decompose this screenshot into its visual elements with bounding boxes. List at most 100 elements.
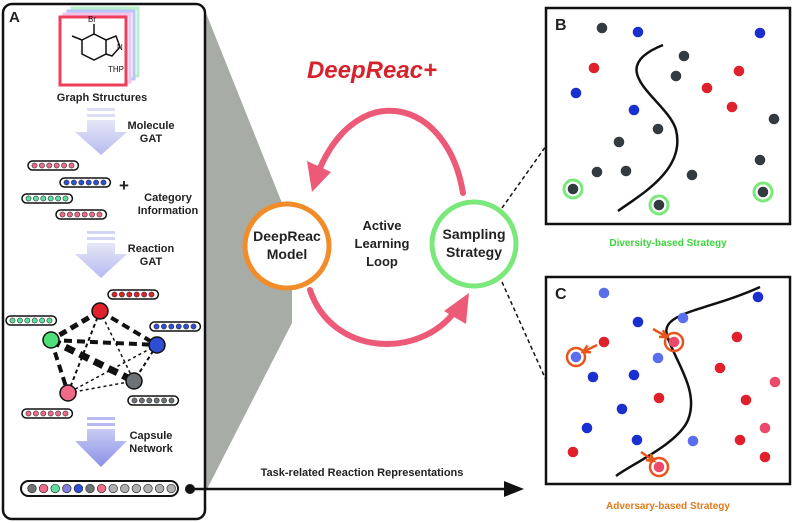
sampling-line1: Sampling <box>442 226 505 242</box>
data-point <box>734 434 746 446</box>
node-vector-pink <box>21 408 74 419</box>
reaction-gat-line1: Reaction <box>128 243 175 255</box>
node-vector-red <box>107 289 160 300</box>
perturb-arrow-2 <box>652 327 670 339</box>
final-vector-dot <box>108 483 118 494</box>
data-point <box>591 166 603 178</box>
final-vector-dot <box>73 483 84 494</box>
final-vector-dot <box>38 483 49 494</box>
vector-bar-pink <box>55 209 108 220</box>
model-line2: Model <box>267 246 307 262</box>
sampling-line2: Strategy <box>446 244 502 260</box>
reaction-gat-line2: GAT <box>140 256 163 268</box>
reaction-representation-vector <box>20 480 179 497</box>
data-point <box>632 316 644 328</box>
molecule-n-label: N <box>117 43 123 52</box>
data-point <box>570 87 582 99</box>
selected-ring <box>562 178 584 200</box>
data-point <box>616 403 628 415</box>
final-vector-dot <box>131 483 142 494</box>
data-point <box>598 287 610 299</box>
loop-arrowhead-top <box>307 161 331 192</box>
data-point <box>670 70 682 82</box>
data-point <box>587 371 599 383</box>
panel-c-caption: Adversary-based Strategy <box>606 501 730 512</box>
data-point <box>632 26 644 38</box>
representation-arrow-label: Task-related Reaction Representations <box>261 467 464 479</box>
panel-a-letter: A <box>9 9 20 26</box>
data-point <box>613 136 625 148</box>
vector-bar-blue <box>59 177 112 188</box>
panel-c-frame <box>544 275 792 486</box>
adversarial-ring <box>663 331 685 353</box>
data-point <box>588 62 600 74</box>
active-learning-loop-arrows <box>307 107 466 347</box>
selected-ring <box>648 194 670 216</box>
final-vector-dot <box>154 483 165 494</box>
data-point <box>596 22 608 34</box>
molecule-thp-label: THP <box>108 65 124 74</box>
data-point <box>754 154 766 166</box>
data-point <box>652 352 664 364</box>
molecule-gat-arrow <box>75 108 127 155</box>
plus-sign: + <box>119 176 129 195</box>
reaction-node-vectors <box>5 289 202 419</box>
graph-structures-label: Graph Structures <box>57 92 147 104</box>
node-vector-green <box>5 315 58 326</box>
sampling-strategy-node <box>429 199 519 289</box>
data-point <box>652 123 664 135</box>
panel-c-points <box>565 287 781 478</box>
data-point <box>686 169 698 181</box>
final-vector-dot <box>85 483 95 494</box>
adversarial-point <box>570 351 582 363</box>
selected-point <box>757 186 769 198</box>
data-point <box>752 291 764 303</box>
data-point <box>759 422 771 434</box>
deepreac-title: DeepReac+ <box>307 57 437 84</box>
reaction-graph <box>42 302 166 402</box>
loop-line2: Learning <box>355 236 410 251</box>
capsule-line1: Capsule <box>130 430 173 442</box>
final-vector-dot <box>27 483 37 494</box>
loop-arrowhead-bottom <box>444 293 469 324</box>
panel-b-letter: B <box>555 17 567 34</box>
molecule-cards: Br N THP <box>58 6 140 87</box>
adversarial-point <box>653 461 665 473</box>
panel-b-caption: Diversity-based Strategy <box>609 238 727 249</box>
vector-bar-green <box>21 193 74 204</box>
connector-to-c <box>501 281 547 381</box>
data-point <box>733 65 745 77</box>
panel-c-letter: C <box>555 286 567 303</box>
reaction-gat-arrow <box>75 231 127 278</box>
data-point <box>768 113 780 125</box>
data-point <box>631 434 643 446</box>
adversarial-ring <box>565 346 587 368</box>
panel-b-points <box>562 22 780 216</box>
capsule-arrow <box>75 417 127 467</box>
model-line1: DeepReac <box>253 228 321 244</box>
molecule-br-label: Br <box>88 15 96 24</box>
data-point <box>598 336 610 348</box>
final-vector-dot <box>166 483 176 494</box>
data-point <box>653 392 665 404</box>
node-vector-gray <box>127 395 180 406</box>
final-vector-dot <box>120 483 130 494</box>
capsule-line2: Network <box>129 443 173 455</box>
final-vector-dot <box>96 483 107 494</box>
data-point <box>567 446 579 458</box>
node-vector-blue <box>149 321 202 332</box>
data-point <box>754 27 766 39</box>
data-point <box>726 101 738 113</box>
final-vector-dot <box>50 483 60 494</box>
panel-c-boundary <box>615 285 761 477</box>
final-vector-dot <box>62 483 72 494</box>
data-point <box>628 369 640 381</box>
data-point <box>769 376 781 388</box>
perturb-arrow-3 <box>640 450 657 463</box>
selected-ring <box>752 181 774 203</box>
vector-bar-red <box>27 160 80 171</box>
representation-arrow <box>185 481 524 497</box>
data-point <box>731 331 743 343</box>
molecule-gat-line1: Molecule <box>127 120 174 132</box>
loop-line1: Active <box>362 218 401 233</box>
